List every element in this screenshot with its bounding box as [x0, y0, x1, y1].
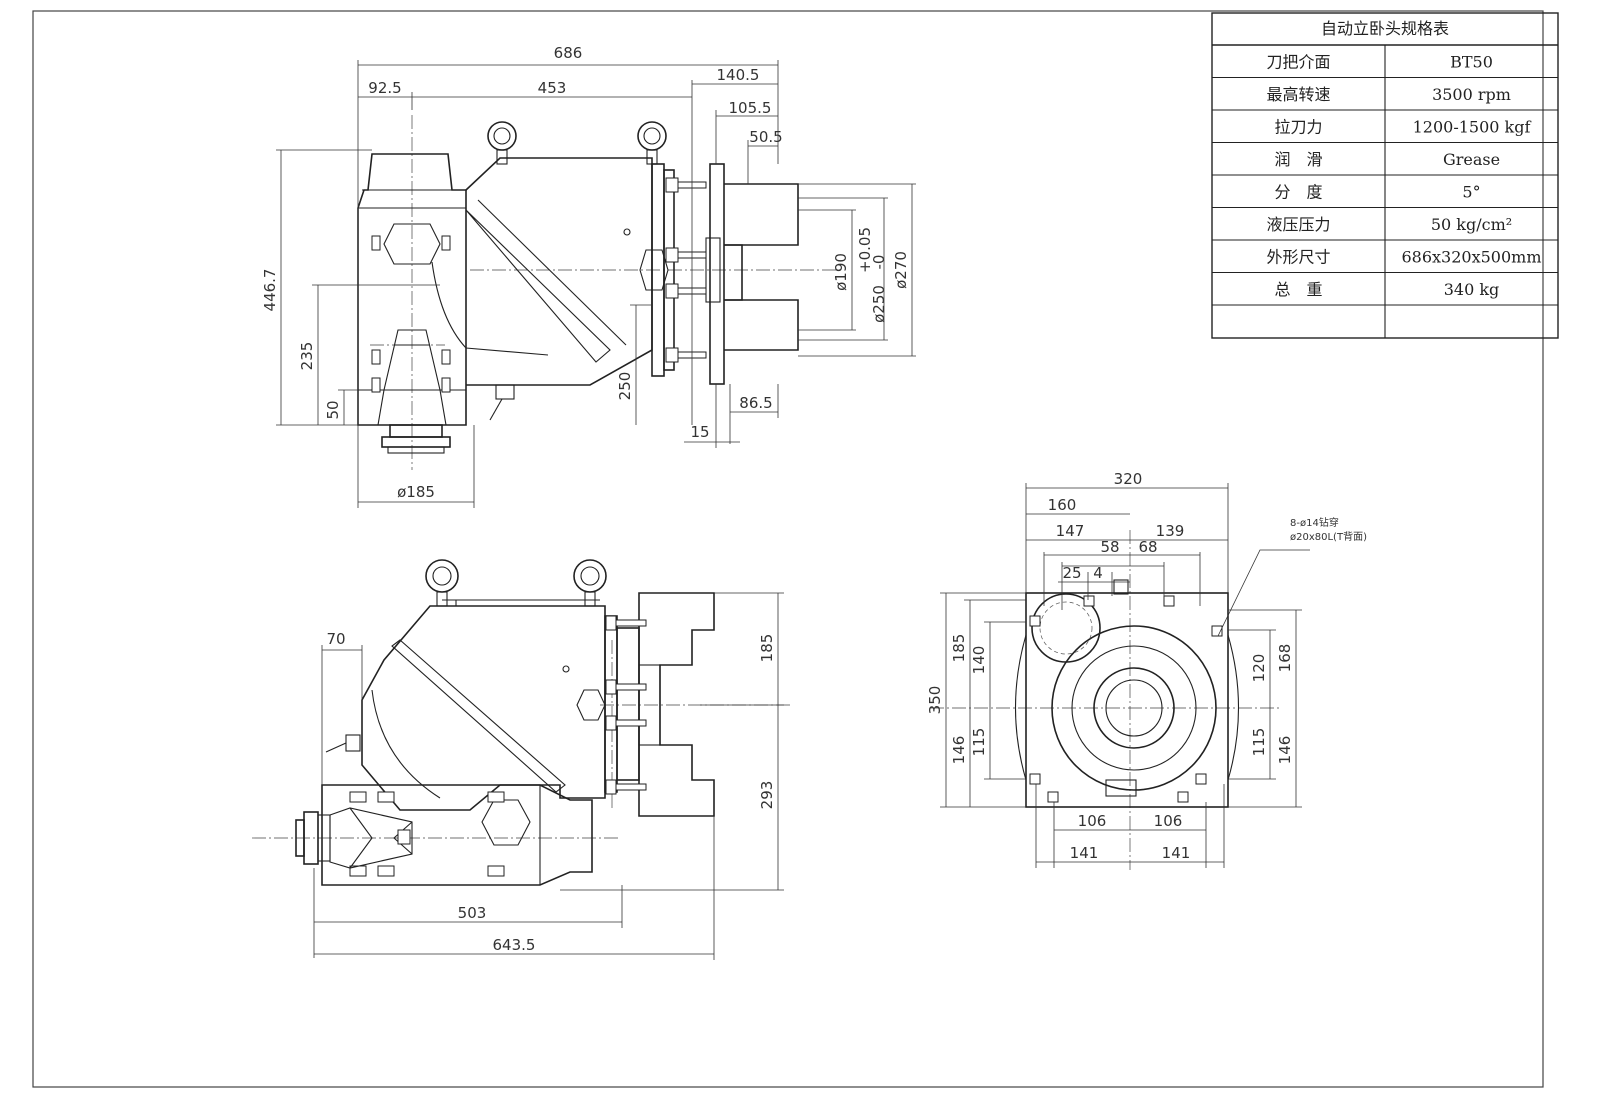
dim-50: 50 [324, 400, 342, 419]
dim-235: 235 [298, 342, 316, 371]
spec-label: 外形尺寸 [1266, 247, 1330, 266]
dim-146-l: 146 [950, 736, 968, 765]
dim-503: 503 [458, 904, 487, 922]
dim-dia-270: ø270 [892, 251, 910, 289]
spec-value: 50 kg/cm² [1431, 215, 1512, 234]
dim-293: 293 [758, 781, 776, 810]
dim-350: 350 [926, 686, 944, 715]
spec-label: 最高转速 [1266, 85, 1330, 104]
spec-table-title: 自动立卧头规格表 [1321, 19, 1449, 38]
end-view: 320 160 147 139 58 68 25 4 350 185 140 1… [926, 470, 1367, 870]
dim-140-l: 140 [970, 646, 988, 675]
spec-value: BT50 [1450, 52, 1493, 71]
dim-160: 160 [1048, 496, 1077, 514]
dim-185-l: 185 [950, 634, 968, 663]
dim-643-5: 643.5 [493, 936, 536, 954]
spec-value: 340 kg [1444, 280, 1500, 299]
dim-320: 320 [1114, 470, 1143, 488]
dim-446-7: 446.7 [261, 269, 279, 312]
dim-147: 147 [1056, 522, 1085, 540]
spec-label: 刀把介面 [1266, 52, 1330, 71]
dim-58: 58 [1100, 538, 1119, 556]
spec-label: 总 重 [1274, 280, 1322, 299]
dim-50-5: 50.5 [749, 128, 782, 146]
dim-15: 15 [690, 423, 709, 441]
dim-68: 68 [1138, 538, 1157, 556]
side-view: 70 185 293 503 643.5 [252, 559, 790, 960]
dim-106-r: 106 [1154, 812, 1183, 830]
dim-115-l: 115 [970, 728, 988, 757]
dim-70: 70 [326, 630, 345, 648]
spec-value: 3500 rpm [1432, 85, 1511, 104]
dim-106-l: 106 [1078, 812, 1107, 830]
spec-label: 拉刀力 [1274, 117, 1322, 136]
spec-value: 5° [1462, 182, 1480, 201]
dim-dia-185: ø185 [397, 483, 435, 501]
dim-453: 453 [538, 79, 567, 97]
hole-note-line2: ø20x80L(T背面) [1290, 530, 1367, 543]
dim-146-r: 146 [1276, 736, 1294, 765]
dim-105-5: 105.5 [729, 99, 772, 117]
spec-value: Grease [1443, 150, 1500, 169]
dim-92-5: 92.5 [368, 79, 401, 97]
dim-tol-upper: +0.05 [856, 227, 874, 273]
dim-dia-190: ø190 [832, 253, 850, 291]
dim-120-r: 120 [1250, 654, 1268, 683]
dim-686: 686 [554, 44, 583, 62]
dim-dia-250: ø250 [870, 285, 888, 323]
hole-note-line1: 8-ø14钻穿 [1290, 516, 1339, 529]
drawing-frame [32, 10, 1544, 1088]
dim-141-l: 141 [1070, 844, 1099, 862]
dim-250: 250 [616, 372, 634, 401]
top-view: 686 92.5 453 140.5 105.5 50.5 446.7 235 … [261, 44, 916, 508]
spec-value: 686x320x500mm [1401, 247, 1541, 266]
dim-tol-lower: -0 [870, 255, 888, 270]
dim-140-5: 140.5 [717, 66, 760, 84]
dim-139: 139 [1156, 522, 1185, 540]
spec-label: 分 度 [1274, 182, 1322, 201]
spec-table: 自动立卧头规格表 刀把介面 BT50 最高转速 3500 rpm 拉刀力 1200-150… [1211, 12, 1559, 339]
dim-115-r: 115 [1250, 728, 1268, 757]
spec-label: 液压压力 [1266, 215, 1330, 234]
spec-value: 1200-1500 kgf [1413, 117, 1532, 136]
dim-185: 185 [758, 634, 776, 663]
dim-4: 4 [1093, 564, 1103, 582]
dim-168-r: 168 [1276, 644, 1294, 673]
dim-141-r: 141 [1162, 844, 1191, 862]
dim-25: 25 [1062, 564, 1081, 582]
spec-label: 润 滑 [1274, 150, 1322, 169]
dim-86-5: 86.5 [739, 394, 772, 412]
